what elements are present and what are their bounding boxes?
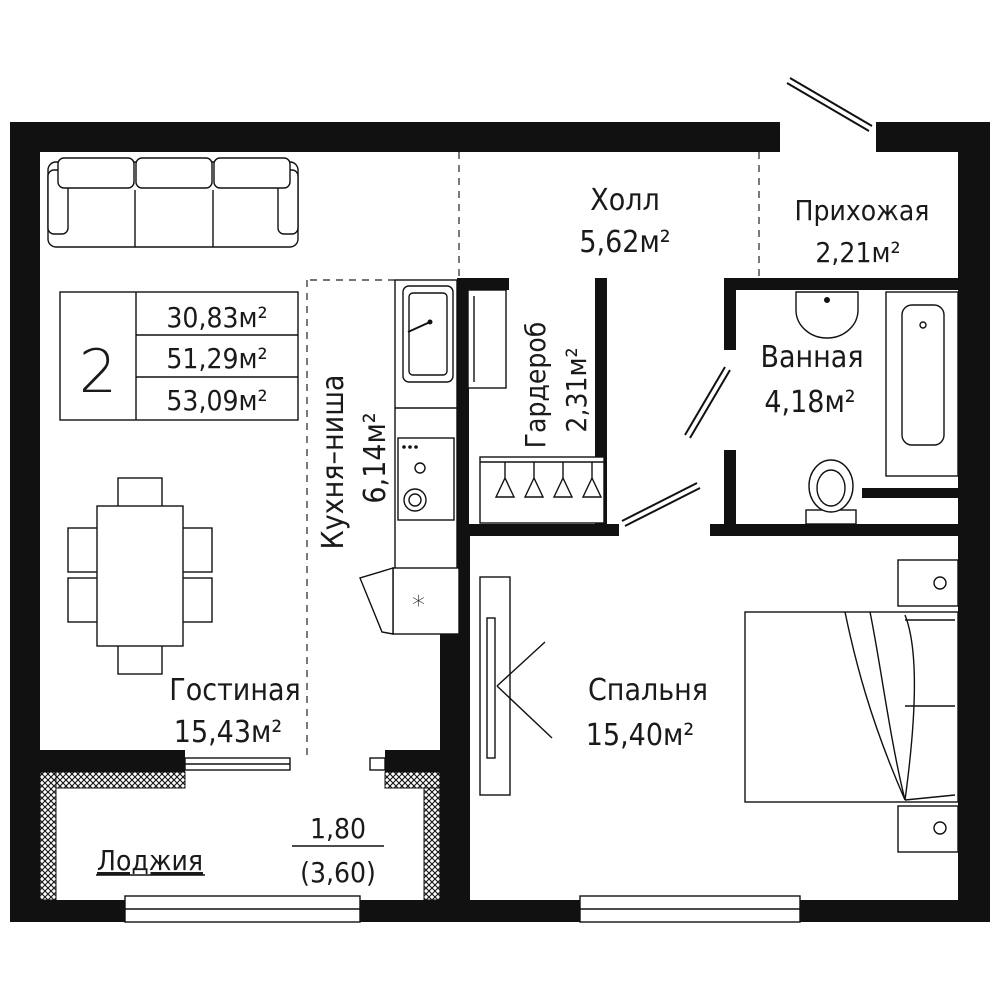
loggia-hatch bbox=[39, 771, 441, 901]
windows bbox=[124, 757, 801, 923]
hall-area: 5,62м² bbox=[579, 225, 670, 260]
total-with-loggia-value: 53,09м² bbox=[166, 384, 267, 417]
dining-table-icon bbox=[67, 477, 213, 675]
living-area: 15,43м² bbox=[174, 715, 282, 750]
sink-icon bbox=[402, 285, 454, 383]
living-name: Гостиная bbox=[169, 673, 300, 708]
loggia-area-full: (3,60) bbox=[300, 856, 376, 889]
area-summary-table: 2 30,83м² 51,29м² 53,09м² bbox=[59, 291, 299, 421]
bath-area: 4,18м² bbox=[764, 385, 855, 420]
bedroom-wardrobe-icon bbox=[479, 576, 553, 796]
wardrobe-shelves bbox=[467, 289, 605, 524]
wardrobe-name: Гардероб bbox=[519, 322, 552, 449]
bedroom-name: Спальня bbox=[588, 673, 708, 708]
toilet-icon bbox=[805, 459, 857, 525]
fridge-icon: * bbox=[359, 567, 460, 635]
hood-mark: * bbox=[412, 591, 425, 621]
loggia-area: 1,80 bbox=[310, 812, 366, 845]
stove-icon bbox=[397, 437, 455, 521]
room-labels: Холл 5,62м² Прихожая 2,21м² Ванная 4,18м… bbox=[96, 183, 929, 889]
rooms-count: 2 bbox=[79, 337, 117, 407]
kitchen-name: Кухня–ниша bbox=[316, 375, 351, 550]
zone-lines bbox=[306, 152, 760, 760]
bed-icon bbox=[744, 559, 959, 853]
kitchen-counter: * bbox=[359, 279, 460, 635]
living-area-value: 30,83м² bbox=[166, 301, 267, 334]
kitchen-area: 6,14м² bbox=[358, 412, 393, 503]
washbasin-icon bbox=[795, 291, 859, 339]
hall-name: Холл bbox=[590, 183, 660, 218]
bath-name: Ванная bbox=[760, 340, 863, 375]
doors bbox=[621, 77, 873, 536]
hanger-icon bbox=[494, 462, 603, 498]
bedroom-area: 15,40м² bbox=[586, 718, 694, 753]
loggia-name: Лоджия bbox=[97, 844, 203, 877]
sofa-icon bbox=[47, 157, 299, 248]
wardrobe-area: 2,31м² bbox=[560, 347, 593, 432]
entry-area: 2,21м² bbox=[815, 236, 900, 269]
total-area-value: 51,29м² bbox=[166, 342, 267, 375]
bathtub-icon bbox=[885, 291, 959, 477]
entry-name: Прихожая bbox=[795, 194, 930, 227]
